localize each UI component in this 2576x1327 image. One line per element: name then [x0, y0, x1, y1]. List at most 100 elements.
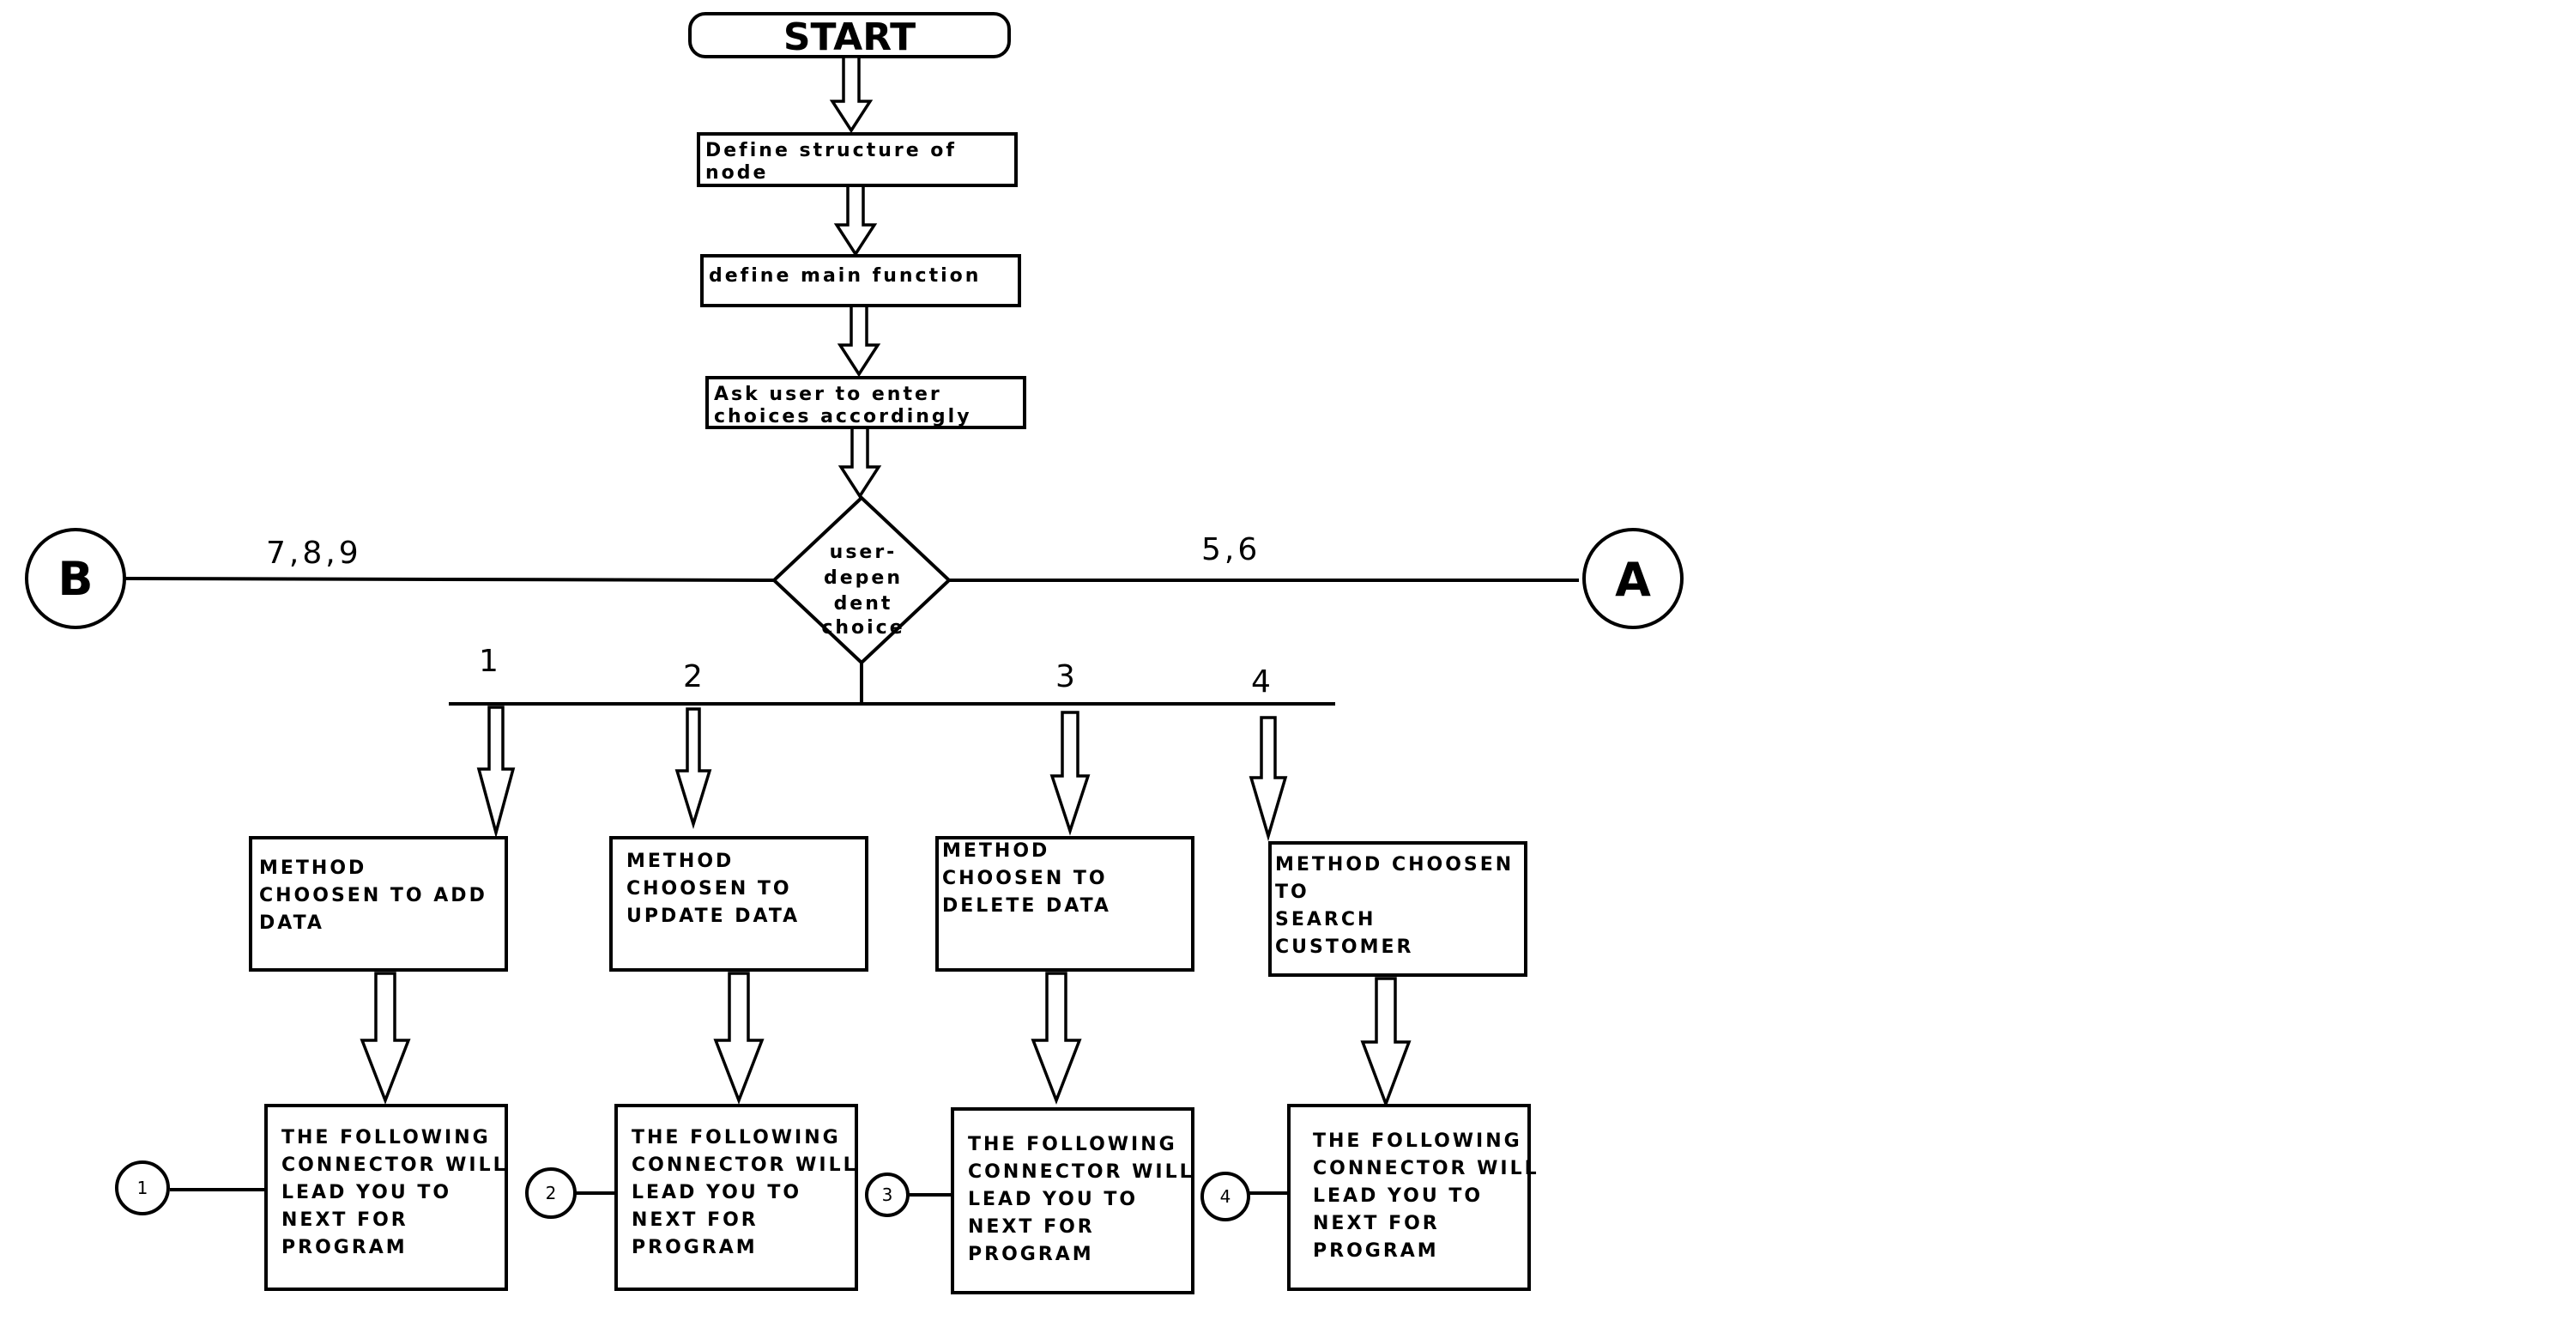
method-text: CHOOSEN TO	[626, 878, 792, 900]
choice-arrow-3	[1049, 711, 1091, 836]
method-text: CHOOSEN TO ADD	[259, 885, 487, 906]
choice-arrow-4	[1249, 716, 1288, 842]
step-define-main-box	[700, 254, 1021, 307]
flow-arrow-1	[829, 55, 874, 134]
followup-box-2-rect	[614, 1104, 858, 1291]
method-text: CHOOSEN TO	[942, 868, 1108, 889]
connector-a: A	[1582, 528, 1684, 629]
method-search-customer-box	[1268, 841, 1527, 977]
method-arrow-3	[1031, 972, 1082, 1105]
branch-label-left: 7,8,9	[266, 536, 362, 571]
step-define-structure: Define structure of node	[697, 132, 1018, 187]
followup-box-3: THE FOLLOWING CONNECTOR WILL LEAD YOU TO…	[951, 1107, 1194, 1294]
followup-text: LEAD YOU TO	[968, 1189, 1138, 1210]
followup-text: PROGRAM	[968, 1244, 1094, 1265]
step-ask-user: Ask user to enter choices accordingly	[705, 376, 1026, 429]
followup-box-1: THE FOLLOWING CONNECTOR WILL LEAD YOU TO…	[264, 1104, 508, 1291]
end-connector-label: 3	[882, 1185, 893, 1205]
method-text: CUSTOMER	[1275, 936, 1413, 958]
step-text: Define structure of	[705, 140, 957, 161]
method-update-data-box	[609, 836, 868, 972]
branch-line-left	[124, 577, 775, 582]
followup-box-2: THE FOLLOWING CONNECTOR WILL LEAD YOU TO…	[614, 1104, 858, 1291]
choice-arrow-2	[674, 707, 712, 829]
step-define-main: define main function	[700, 254, 1021, 307]
followup-text: NEXT FOR	[968, 1216, 1095, 1238]
method-update-data: METHOD CHOOSEN TO UPDATE DATA	[609, 836, 868, 972]
method-text: METHOD	[626, 851, 734, 872]
followup-box-4: THE FOLLOWING CONNECTOR WILL LEAD YOU TO…	[1287, 1104, 1539, 1291]
step-ask-user-box	[705, 376, 1026, 429]
step-text: Ask user to enter	[714, 384, 942, 405]
flow-arrow-4	[838, 426, 882, 500]
method-add-data-box	[249, 836, 508, 972]
method-search-customer: METHOD CHOOSEN TO SEARCH CUSTOMER	[1268, 841, 1527, 977]
choice-number-2: 2	[683, 659, 706, 694]
followup-text: LEAD YOU TO	[1313, 1185, 1483, 1207]
method-text: UPDATE DATA	[626, 906, 800, 927]
followup-box-4-rect	[1287, 1104, 1531, 1291]
connector-b: B	[25, 528, 126, 629]
start-terminator: START	[688, 12, 1011, 59]
choice-number-1: 1	[479, 644, 502, 679]
connector-b-label: B	[57, 552, 93, 606]
step-text: choices accordingly	[714, 406, 972, 427]
method-add-data: METHOD CHOOSEN TO ADD DATA	[249, 836, 508, 972]
connector-b-circle	[25, 528, 126, 629]
followup-text: THE FOLLOWING	[968, 1134, 1177, 1155]
followup-text: CONNECTOR WILL	[1313, 1158, 1539, 1179]
flow-arrow-3	[837, 304, 881, 378]
choice-number-3: 3	[1055, 659, 1079, 694]
end-connector-label: 2	[546, 1183, 557, 1203]
followup-text: CONNECTOR WILL	[632, 1154, 858, 1176]
method-text: METHOD	[942, 840, 1049, 862]
choice-arrow-1	[476, 706, 516, 839]
followup-text: PROGRAM	[281, 1237, 408, 1258]
decision-user-choice: user- depen dent choice	[771, 495, 952, 665]
method-arrow-4	[1360, 977, 1412, 1108]
method-arrow-2	[713, 972, 765, 1105]
end-connector-label: 4	[1220, 1186, 1231, 1207]
end-connector-1	[115, 1160, 170, 1215]
decision-text: dent	[834, 593, 893, 615]
followup-text: NEXT FOR	[632, 1209, 759, 1231]
followup-text: PROGRAM	[632, 1237, 758, 1258]
end-connector-2	[525, 1167, 577, 1219]
decision-text: user-	[830, 542, 898, 563]
step-text: define main function	[709, 265, 981, 287]
flow-arrow-2	[833, 184, 878, 258]
followup-text: THE FOLLOWING	[281, 1127, 491, 1148]
method-text: TO	[1275, 882, 1309, 903]
connector-a-circle	[1582, 528, 1684, 629]
method-arrow-1	[360, 972, 411, 1105]
end-connector-label: 1	[137, 1178, 148, 1198]
followup-text: THE FOLLOWING	[632, 1127, 841, 1148]
method-text: METHOD CHOOSEN	[1275, 854, 1514, 876]
followup-text: PROGRAM	[1313, 1240, 1439, 1262]
followup-text: NEXT FOR	[281, 1209, 408, 1231]
followup-text: NEXT FOR	[1313, 1213, 1440, 1234]
choice-number-4: 4	[1251, 664, 1274, 700]
branch-label-right: 5,6	[1201, 532, 1261, 567]
start-label: START	[783, 15, 916, 59]
step-define-structure-box	[697, 132, 1018, 187]
method-text: DATA	[259, 912, 324, 934]
followup-text: CONNECTOR WILL	[281, 1154, 508, 1176]
followup-box-1-rect	[264, 1104, 508, 1291]
method-delete-data-box	[935, 836, 1194, 972]
decision-text: choice	[821, 617, 904, 639]
connector-a-label: A	[1615, 553, 1651, 607]
followup-text: LEAD YOU TO	[281, 1182, 451, 1203]
step-text: node	[705, 162, 768, 184]
followup-box-3-rect	[951, 1107, 1194, 1294]
decision-text: depen	[824, 567, 903, 589]
end-connector-4	[1200, 1172, 1250, 1221]
followup-text: CONNECTOR WILL	[968, 1161, 1194, 1183]
end-connector-3	[865, 1172, 910, 1217]
followup-text: THE FOLLOWING	[1313, 1130, 1522, 1152]
followup-text: LEAD YOU TO	[632, 1182, 801, 1203]
method-text: METHOD	[259, 857, 366, 879]
method-text: SEARCH	[1275, 909, 1376, 930]
